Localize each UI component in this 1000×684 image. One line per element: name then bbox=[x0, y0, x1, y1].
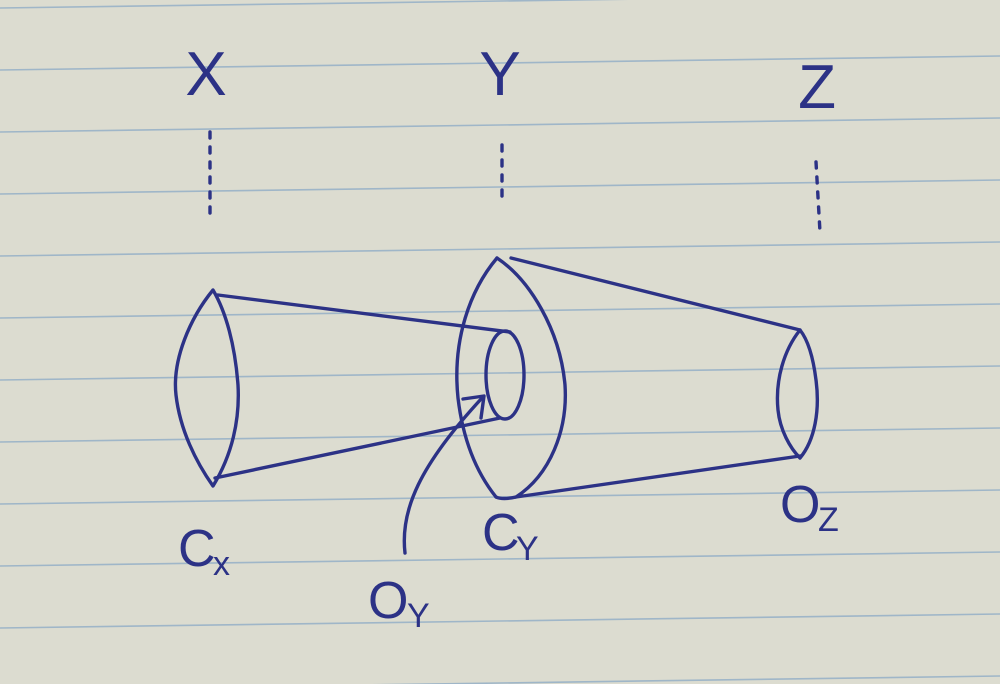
label-o-z: O Z bbox=[780, 476, 839, 539]
label-z: Z bbox=[798, 53, 836, 122]
ruled-line bbox=[0, 179, 1000, 195]
ruled-line bbox=[0, 303, 1000, 319]
ruled-line bbox=[0, 55, 1000, 71]
ruled-line bbox=[0, 613, 1000, 629]
cone-y-base-outer-arc bbox=[455, 256, 499, 499]
cone-y-top-edge bbox=[509, 256, 802, 332]
label-y: Y bbox=[479, 40, 520, 109]
ruled-line bbox=[371, 675, 1000, 684]
dashed-connector-z bbox=[814, 160, 822, 234]
cone-y-base-inner-arc bbox=[494, 256, 568, 501]
label-c-y-sub: Y bbox=[516, 530, 539, 568]
ruled-line bbox=[0, 0, 629, 9]
cone-x-base-ellipse bbox=[173, 288, 240, 488]
label-o-z-sub: Z bbox=[818, 501, 839, 539]
ruled-line bbox=[0, 117, 1000, 133]
label-x: X bbox=[185, 40, 226, 109]
label-c-y: C Y bbox=[482, 504, 539, 568]
ruled-line bbox=[0, 241, 1000, 257]
cone-y-bottom-edge bbox=[514, 454, 802, 499]
arrow-oy-head bbox=[461, 394, 486, 420]
label-o-y-main: O bbox=[368, 572, 408, 630]
ruled-line bbox=[0, 551, 1000, 567]
label-o-y-sub: Y bbox=[407, 597, 430, 635]
label-o-y: O Y bbox=[368, 572, 430, 635]
arrow-oy-shaft bbox=[402, 396, 484, 555]
cone-x-bottom-edge bbox=[213, 416, 502, 480]
cone-y-tip-ellipse-oz bbox=[775, 328, 820, 460]
label-c-x-sub: x bbox=[213, 545, 230, 583]
ruled-line bbox=[0, 365, 1000, 381]
ruled-line bbox=[0, 427, 1000, 443]
label-c-y-main: C bbox=[482, 504, 520, 562]
label-o-z-main: O bbox=[780, 476, 820, 534]
label-c-x-main: C bbox=[178, 520, 216, 578]
label-c-x: C x bbox=[178, 520, 230, 583]
cone-x-tip-ellipse-oy bbox=[484, 329, 526, 421]
